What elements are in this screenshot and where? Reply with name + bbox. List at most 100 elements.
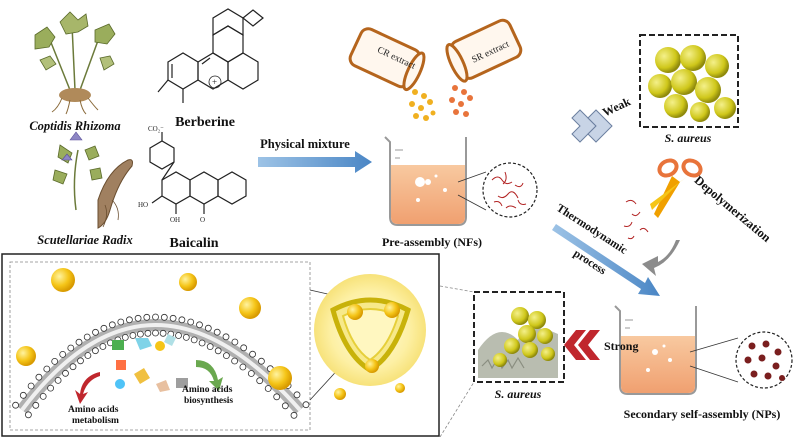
- lipid-head-outer: [51, 357, 59, 365]
- lipid-head-inner: [54, 376, 62, 384]
- s-aureus-bottom-bacteria: [478, 307, 558, 378]
- lipid-head-outer: [117, 318, 125, 326]
- gray-curved-arrow: [642, 240, 680, 276]
- amino-biosynthesis-line1: Amino acids: [182, 385, 233, 395]
- thermodynamic-arrow: [552, 224, 660, 296]
- lipid-head-outer: [257, 357, 265, 365]
- panel-nanoparticle: [51, 268, 75, 292]
- lipid-head-inner: [62, 369, 69, 377]
- lipid-head-inner: [175, 332, 182, 339]
- baicalin-label: Baicalin: [169, 236, 218, 251]
- lipid-head-outer: [302, 401, 310, 409]
- lipid-head-outer: [160, 313, 168, 321]
- lipid-head-outer: [187, 318, 195, 326]
- lipid-head-inner: [290, 411, 298, 419]
- scutellariae-label: Scutellariae Radix: [37, 233, 133, 247]
- panel-nanoparticle: [268, 366, 292, 390]
- lipid-head-outer: [204, 324, 212, 332]
- lipid-head-outer: [35, 373, 43, 381]
- lipid-head-outer: [249, 350, 257, 358]
- connector-line-2: [439, 381, 475, 438]
- berberine-charge: +: [212, 77, 217, 87]
- panel-nanoparticle: [239, 297, 261, 319]
- baicalin-structure: [149, 132, 247, 214]
- lipid-head-outer: [213, 328, 221, 336]
- nanofibers: [491, 171, 527, 209]
- zoom-line-2: [457, 194, 487, 211]
- nanofiber-zoom-circle: [482, 162, 538, 218]
- cr-droplets: [409, 89, 436, 121]
- lipid-head-inner: [281, 402, 289, 410]
- lipid-head-outer: [108, 321, 116, 329]
- lipid-head-outer: [83, 333, 91, 341]
- lipid-head-inner: [144, 329, 152, 337]
- berberine-label: Berberine: [175, 115, 235, 130]
- lipid-head-inner: [273, 393, 281, 401]
- lipid-head-outer: [59, 350, 67, 358]
- amino-biosynthesis-line2: biosynthesis: [184, 396, 233, 406]
- s-aureus-top-bacteria: [648, 45, 736, 122]
- lipid-head-inner: [264, 385, 272, 392]
- cell-molecules: [112, 334, 188, 392]
- lipid-head-outer: [178, 316, 186, 324]
- lipid-heads: [12, 313, 310, 419]
- lipid-head-outer: [222, 333, 230, 341]
- sr-extract-bottle: [445, 18, 523, 83]
- shell-nanoparticle: [334, 388, 346, 400]
- lipid-head-inner: [239, 363, 247, 371]
- biosynthesis-arrow: [196, 360, 223, 391]
- shell-nanoparticle: [365, 359, 379, 373]
- shell-nanoparticle: [347, 304, 363, 320]
- lipid-head-inner: [152, 329, 159, 337]
- panel-nanoparticle: [179, 273, 197, 291]
- shell-nanoparticle: [395, 383, 405, 393]
- lipid-head-inner: [24, 411, 32, 419]
- pre-assembly-label: Pre-assembly (NFs): [382, 235, 482, 249]
- lipid-head-inner: [69, 363, 77, 371]
- panel-nanoparticle: [16, 346, 36, 366]
- zoom-line-4: [689, 365, 739, 383]
- coptidis-plant-illustration: [34, 11, 116, 115]
- weak-label: Weak: [600, 94, 633, 119]
- lipid-head-inner: [129, 332, 137, 339]
- scutellariae-plant-illustration: [52, 131, 133, 229]
- weak-chevrons: [571, 109, 613, 143]
- coptidis-label: Coptidis Rhizoma: [29, 119, 120, 133]
- lipid-head-outer: [293, 391, 301, 399]
- cut-fibers: [623, 199, 649, 240]
- lipid-head-inner: [159, 329, 167, 337]
- baicalin-ho-label: HO: [138, 201, 148, 209]
- membrane-core: [20, 323, 302, 412]
- lipid-head-inner: [47, 384, 54, 392]
- lipid-head-inner: [198, 339, 206, 347]
- strong-chevrons: [564, 330, 600, 360]
- amino-metabolism-line1: Amino acids: [68, 405, 119, 415]
- lipid-head-inner: [190, 336, 198, 344]
- lipid-head-inner: [214, 347, 222, 355]
- lipid-head-outer: [27, 382, 35, 390]
- secondary-beaker: [614, 305, 697, 395]
- baicalin-o-label: O: [200, 216, 205, 224]
- nanoparticle-inner-shell: [341, 308, 400, 362]
- lipid-head-outer: [125, 316, 133, 324]
- baicalin-carboxyl: CO₂⁻: [148, 125, 164, 133]
- nanoparticles: [744, 340, 785, 381]
- lipid-head-outer: [67, 344, 75, 352]
- lipid-head-inner: [136, 330, 144, 338]
- membrane-zoom-box: [9, 261, 311, 431]
- lipid-head-outer: [152, 313, 159, 321]
- lipid-head-outer: [43, 365, 51, 373]
- lipid-head-inner: [247, 370, 255, 377]
- berberine-structure: [157, 8, 264, 103]
- lipid-head-inner: [231, 357, 239, 365]
- cr-extract-bottle: [348, 27, 426, 92]
- strong-label: Strong: [604, 339, 638, 353]
- lipid-head-outer: [100, 324, 108, 332]
- depolymerization-label: Depolymerization: [692, 173, 774, 245]
- sr-droplets: [449, 85, 473, 117]
- lipid-head-inner: [84, 352, 92, 359]
- secondary-assembly-label: Secondary self-assembly (NPs): [624, 407, 781, 421]
- amino-metabolism-line2: metabolism: [72, 416, 119, 426]
- lipid-head-outer: [240, 344, 248, 352]
- lipid-head-outer: [143, 313, 151, 321]
